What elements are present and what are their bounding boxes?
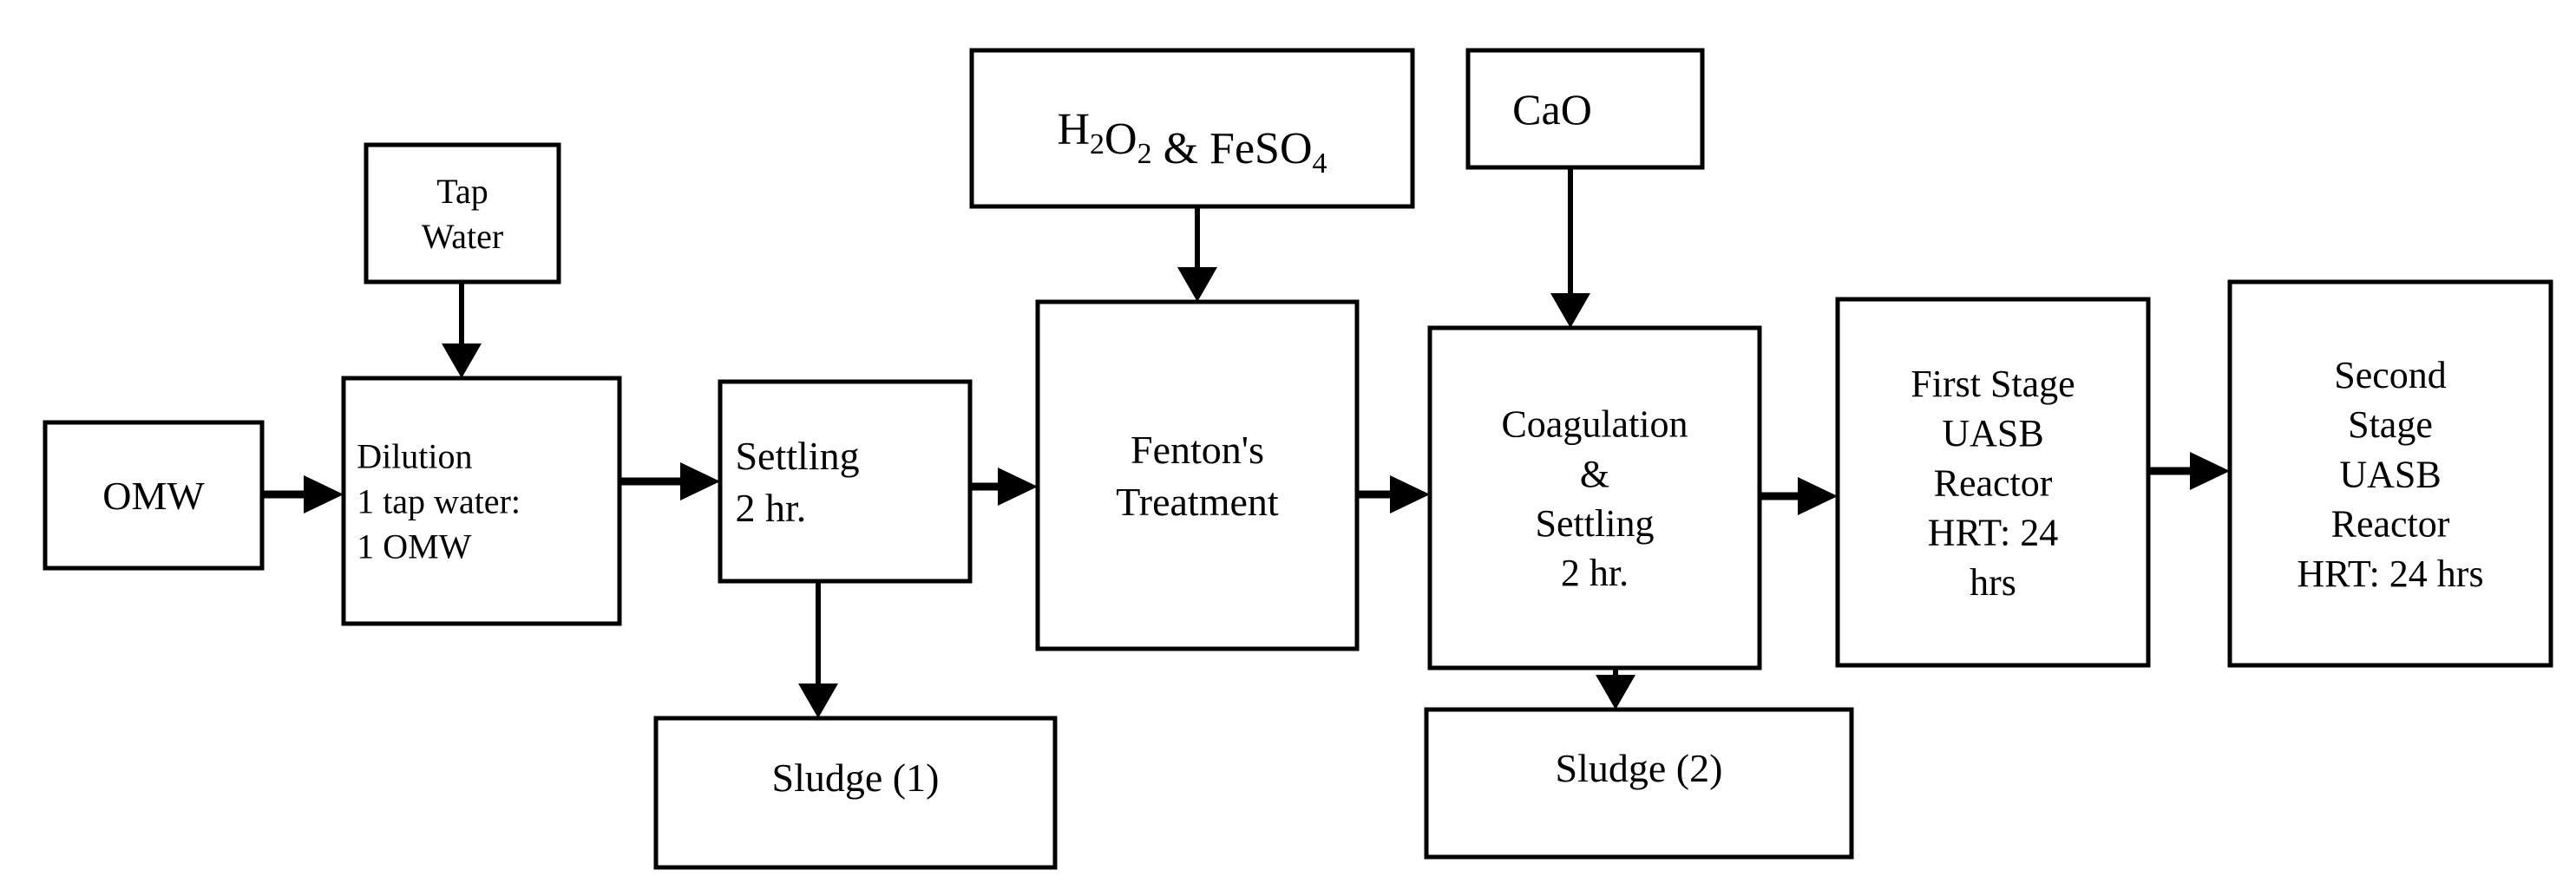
- arrow-uasb1-to-uasb2-head: [2190, 452, 2230, 490]
- node-fentons-treatment-line-0: Fenton's: [1131, 428, 1264, 472]
- arrow-h2o2-to-fentons-head: [1177, 267, 1217, 302]
- node-sludge-1-box[interactable]: [653, 716, 1058, 870]
- arrow-cao-to-coagulation: [1550, 167, 1590, 328]
- arrow-settling-to-sludge1: [798, 581, 838, 718]
- node-settling[interactable]: Settling 2 hr.: [718, 379, 973, 584]
- node-tap-water-box[interactable]: [364, 142, 561, 285]
- arrow-omw-to-dilution: [262, 475, 344, 513]
- node-coagulation-settling-box[interactable]: [1427, 325, 1762, 670]
- node-h2o2-feso4[interactable]: H2O2 & FeSO4: [969, 48, 1415, 209]
- node-tap-water-line-0: Tap: [436, 172, 488, 211]
- node-dilution-line-1: 1 tap water:: [357, 482, 521, 521]
- connections-layer: [262, 167, 2230, 718]
- node-settling-box[interactable]: [718, 379, 973, 584]
- arrow-dilution-to-settling-head: [680, 462, 720, 500]
- arrow-tapwater-to-dilution: [442, 282, 482, 378]
- node-omw[interactable]: OMW: [43, 420, 265, 571]
- arrow-omw-to-dilution-head: [304, 475, 344, 513]
- node-first-stage-uasb-reactor-box[interactable]: [1835, 297, 2151, 668]
- node-omw-box[interactable]: [43, 420, 265, 571]
- node-settling-line-0: Settling: [735, 434, 859, 478]
- arrow-coagulation-to-uasb1: [1760, 477, 1838, 515]
- node-dilution-line-2: 1 OMW: [357, 527, 471, 566]
- node-sludge-2-line-0: Sludge (2): [1556, 746, 1723, 790]
- node-sludge-1-line-0: Sludge (1): [772, 755, 940, 800]
- node-sludge-2-box[interactable]: [1424, 707, 1854, 860]
- node-h2o2-feso4-line-0: H2O2 & FeSO4: [1057, 105, 1327, 180]
- arrow-uasb1-to-uasb2: [2148, 452, 2230, 490]
- arrow-settling-to-fentons-head: [998, 468, 1038, 506]
- node-fentons-treatment-line-1: Treatment: [1116, 480, 1279, 524]
- node-fentons-treatment-box[interactable]: [1035, 299, 1360, 651]
- arrow-dilution-to-settling: [619, 462, 720, 500]
- node-settling-line-1: 2 hr.: [735, 486, 806, 530]
- node-omw-line-0: OMW: [102, 474, 205, 518]
- arrow-coagulation-to-sludge2: [1596, 668, 1635, 710]
- node-second-stage-uasb-reactor-line-0: Second: [2334, 354, 2447, 396]
- node-second-stage-uasb-reactor-box[interactable]: [2227, 279, 2553, 668]
- node-coagulation-settling-line-1: &: [1580, 453, 1609, 495]
- node-second-stage-uasb-reactor-line-1: Stage: [2348, 403, 2433, 446]
- arrow-cao-to-coagulation-head: [1550, 293, 1590, 328]
- node-first-stage-uasb-reactor-line-2: Reactor: [1934, 461, 2053, 504]
- node-coagulation-settling-line-2: Settling: [1536, 502, 1655, 545]
- node-sludge-2[interactable]: Sludge (2): [1424, 707, 1854, 860]
- node-dilution-box[interactable]: [341, 376, 622, 626]
- arrow-settling-to-fentons: [970, 468, 1038, 506]
- arrow-h2o2-to-fentons: [1177, 206, 1217, 302]
- node-dilution[interactable]: Dilution 1 tap water: 1 OMW: [341, 376, 622, 626]
- node-second-stage-uasb-reactor-line-3: Reactor: [2331, 503, 2450, 546]
- node-sludge-1[interactable]: Sludge (1): [653, 716, 1058, 870]
- node-dilution-line-0: Dilution: [357, 437, 472, 476]
- node-tap-water-line-1: Water: [422, 217, 504, 256]
- arrow-coagulation-to-sludge2-head: [1596, 675, 1635, 710]
- node-first-stage-uasb-reactor-line-4: hrs: [1970, 561, 2016, 604]
- arrow-settling-to-sludge1-head: [798, 684, 838, 718]
- node-cao[interactable]: CaO: [1465, 48, 1705, 170]
- node-second-stage-uasb-reactor-line-4: HRT: 24 hrs: [2297, 553, 2483, 595]
- node-cao-line-0: CaO: [1512, 85, 1592, 134]
- node-first-stage-uasb-reactor-line-0: First Stage: [1911, 363, 2075, 405]
- arrow-fentons-to-coagulation-head: [1390, 475, 1430, 513]
- arrow-coagulation-to-uasb1-head: [1798, 477, 1838, 515]
- node-h2o2-feso4-box[interactable]: [969, 48, 1415, 209]
- node-first-stage-uasb-reactor-line-1: UASB: [1942, 412, 2043, 455]
- node-first-stage-uasb-reactor-line-3: HRT: 24: [1928, 512, 2058, 554]
- node-coagulation-settling-line-0: Coagulation: [1501, 403, 1688, 446]
- node-cao-box[interactable]: [1465, 48, 1705, 170]
- arrow-tapwater-to-dilution-head: [442, 343, 482, 378]
- node-second-stage-uasb-reactor-line-2: UASB: [2339, 453, 2441, 495]
- node-coagulation-settling-line-3: 2 hr.: [1561, 552, 1629, 594]
- arrow-fentons-to-coagulation: [1357, 475, 1430, 513]
- node-coagulation-settling[interactable]: Coagulation & Settling 2 hr.: [1427, 325, 1762, 670]
